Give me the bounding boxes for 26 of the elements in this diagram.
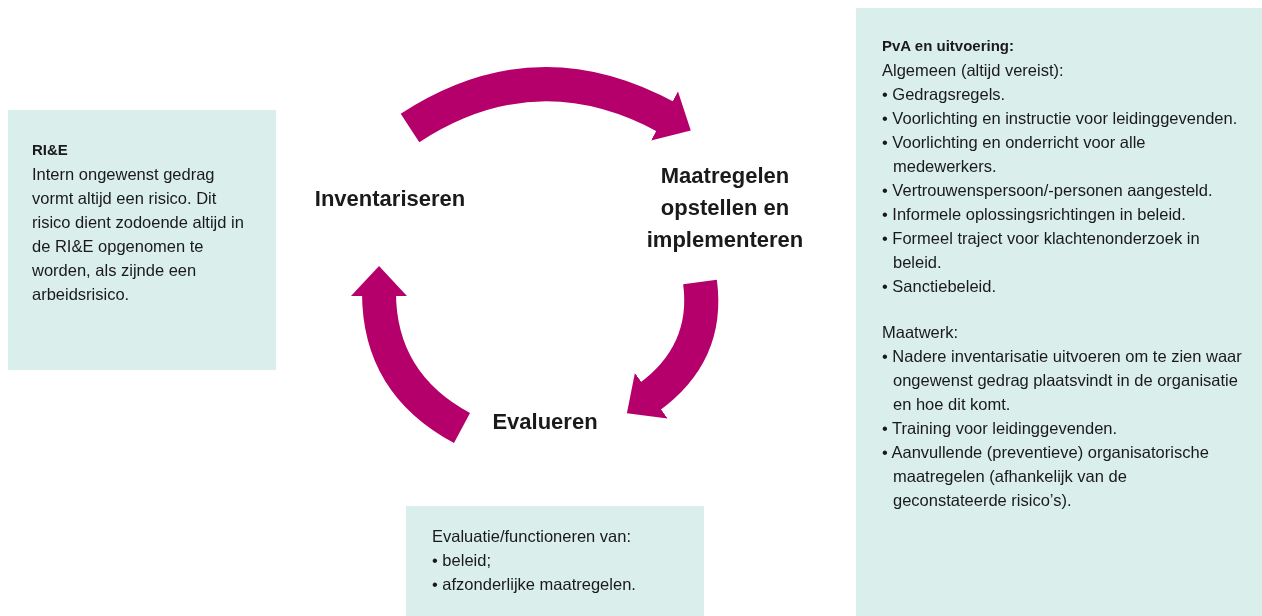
bullet-item: • Formeel traject voor klachtenonderzoek in beleid. <box>882 228 1201 273</box>
bullet-item: • Voorlichting en instructie voor leidinggevenden. <box>882 108 1239 129</box>
bullet-item: • beleid; <box>432 550 492 571</box>
step-label: Maatregelen opstellen en implementeren <box>625 160 825 256</box>
step-label: Inventariseren <box>300 183 480 215</box>
bullet-item: • Voorlichting en onderricht voor alle medewerkers. <box>882 132 1147 177</box>
card-text: Intern ongewenst gedrag vormt altijd een risico. Dit risico dient zodoende altijd in de RI&E opgenomen te worden, als zijnde een arbeidsrisico. <box>32 164 245 305</box>
step-label: Evalueren <box>480 406 610 438</box>
note-card <box>406 506 704 616</box>
bullet-item: • Gedragsregels. <box>882 84 1007 105</box>
card-heading: PvA en uitvoering: <box>882 36 1015 56</box>
bullet-item: • Informele oplossingsrichtingen in beleid. <box>882 204 1187 225</box>
bullet-item: • Nadere inventarisatie uitvoeren om te zien waar ongewenst gedrag plaatsvindt in de organisatie en hoe dit komt. <box>882 346 1243 415</box>
bullet-item: • Vertrouwenspersoon/-personen aangesteld. <box>882 180 1214 201</box>
cycle-arrow <box>627 280 719 418</box>
note-card <box>856 8 1262 616</box>
card-text: Evaluatie/functioneren van: <box>432 526 633 547</box>
bullet-item: • Training voor leidinggevenden. <box>882 418 1119 439</box>
card-text: Maatwerk: <box>882 322 960 343</box>
bullet-item: • afzonderlijke maatregelen. <box>432 574 637 595</box>
card-heading: RI&E <box>32 140 69 160</box>
bullet-item: • Aanvullende (preventieve) organisatorische maatregelen (afhankelijk van de geconstateerde risico’s). <box>882 442 1210 511</box>
card-text: Algemeen (altijd vereist): <box>882 60 1065 81</box>
bullet-item: • Sanctiebeleid. <box>882 276 998 297</box>
cycle-arrow <box>401 67 692 143</box>
note-card <box>8 110 276 370</box>
